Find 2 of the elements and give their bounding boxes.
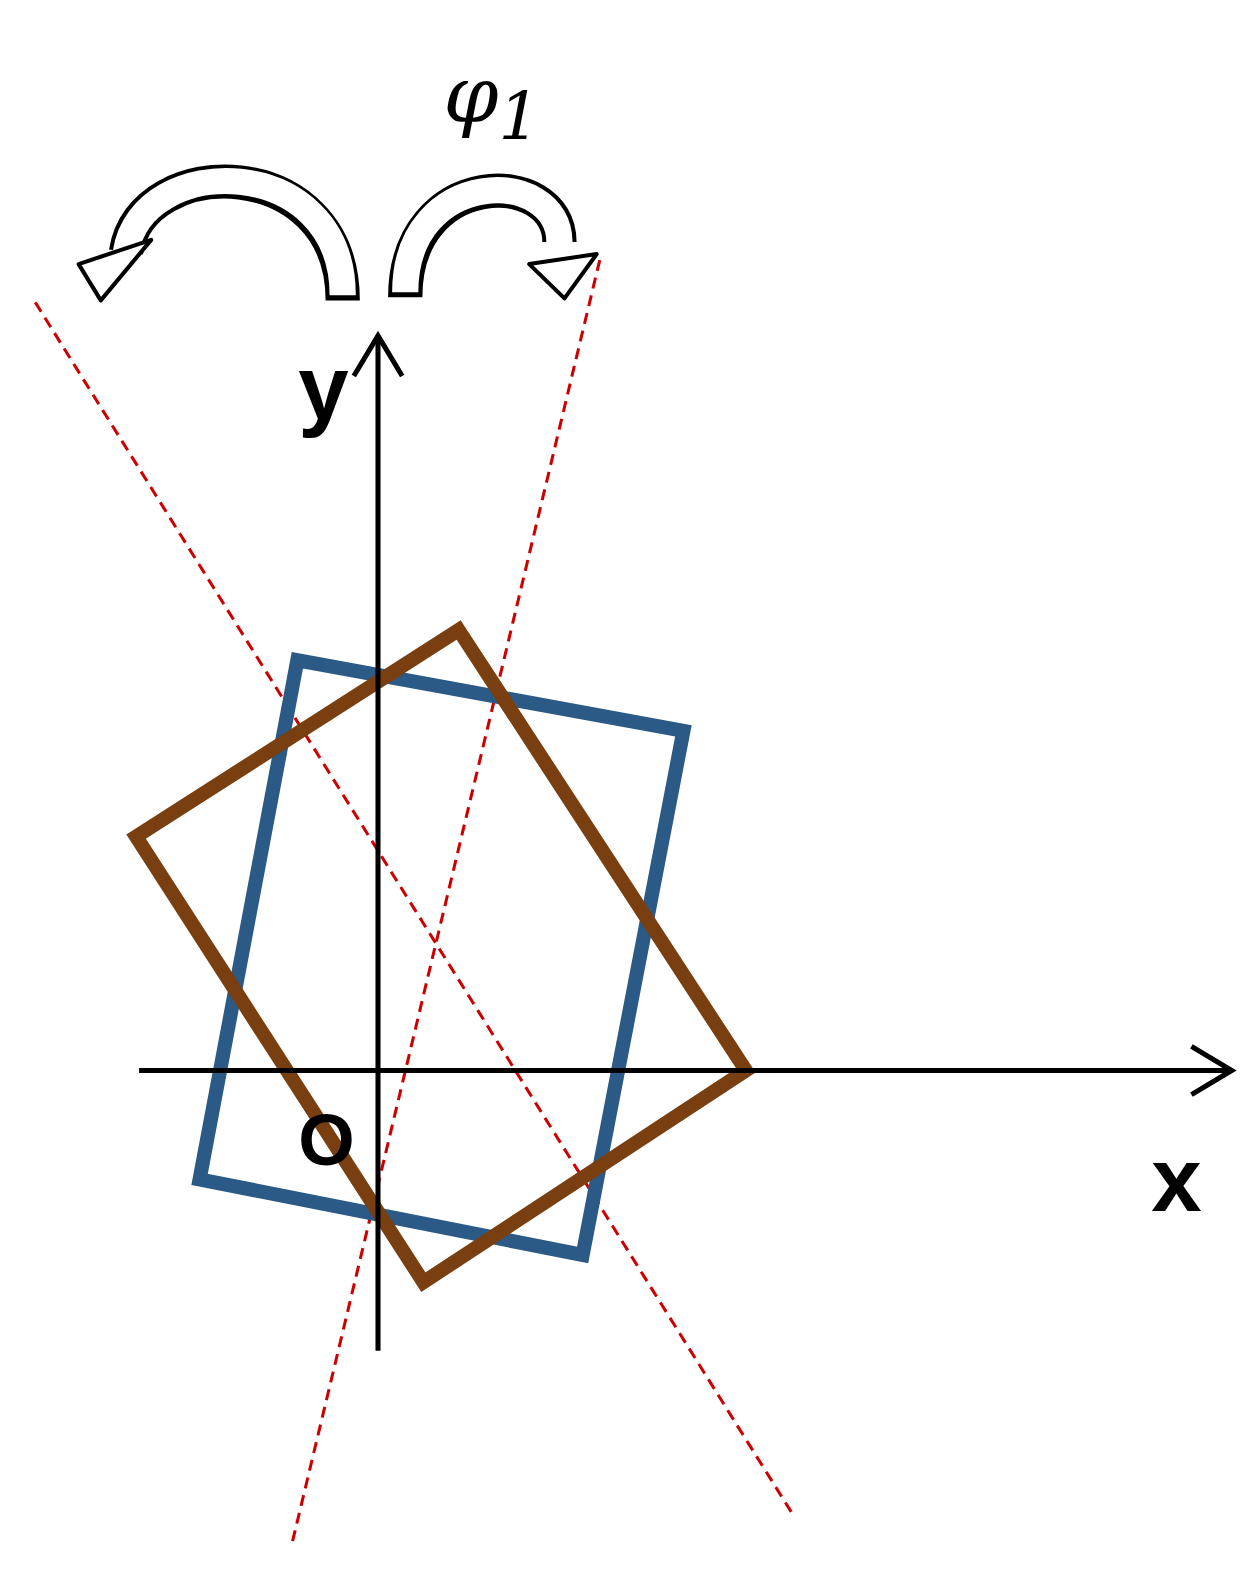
angle-label: φ$_{1}$ [443,55,541,149]
axis-label: x [1151,1134,1202,1225]
